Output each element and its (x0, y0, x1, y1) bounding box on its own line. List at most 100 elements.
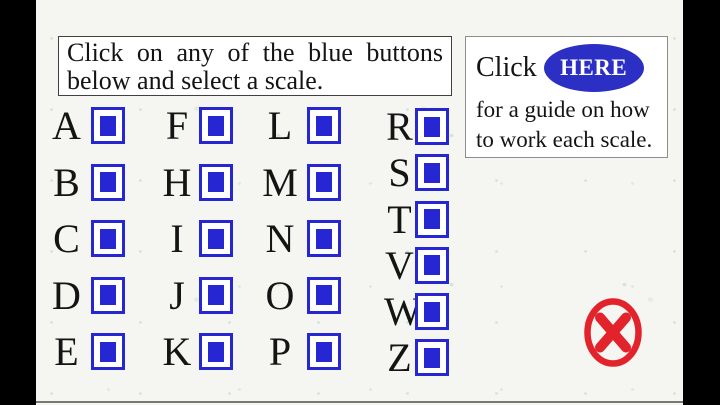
scale-button-inner-square (424, 347, 440, 368)
scale-button[interactable] (307, 276, 341, 314)
letterbox-right (683, 0, 720, 405)
scale-letter: M (262, 159, 298, 205)
scale-letter: F (165, 103, 189, 148)
scale-button-inner-square (316, 285, 332, 305)
scale-row: T (384, 196, 449, 242)
scale-row: H (160, 159, 233, 205)
scale-button[interactable] (91, 276, 125, 314)
close-icon (584, 298, 642, 367)
scale-letter: O (265, 272, 295, 318)
scale-button[interactable] (91, 220, 125, 257)
scale-row: E (50, 329, 125, 374)
guide-line1: for a guide on how (476, 97, 650, 122)
instruction-line2: below and select a scale. (67, 66, 324, 95)
letterbox-left (0, 0, 36, 405)
scales-grid-column-3: L M N O P (262, 103, 341, 390)
scale-letter: L (267, 103, 293, 148)
scale-row: F (160, 103, 233, 148)
scale-row: D (50, 272, 125, 318)
scale-row: B (50, 159, 125, 205)
instruction-line1: Click on any of the blue buttons (67, 38, 443, 67)
scale-button-inner-square (316, 341, 332, 362)
scale-button-inner-square (100, 341, 116, 362)
scale-row: V (384, 242, 449, 288)
scale-button[interactable] (199, 333, 233, 370)
scale-button-inner-square (424, 116, 440, 137)
bottom-divider (36, 401, 683, 403)
scale-button[interactable] (307, 333, 341, 370)
instruction-box: Click on any of the blue buttons below a… (58, 36, 452, 96)
scale-button[interactable] (415, 154, 449, 192)
scale-letter: T (387, 196, 412, 242)
scales-grid-column-1: A B C D E (50, 106, 125, 390)
scale-letter: D (52, 272, 81, 318)
scale-row: S (384, 150, 449, 196)
scale-button-inner-square (316, 172, 332, 192)
scale-row: C (50, 216, 125, 261)
scale-button[interactable] (415, 200, 449, 238)
scale-button[interactable] (307, 107, 341, 144)
here-button-label: HERE (560, 55, 628, 80)
scale-button-inner-square (424, 255, 440, 276)
scale-letter: S (388, 150, 411, 196)
scale-button[interactable] (415, 108, 449, 145)
scale-row: N (262, 216, 341, 261)
scale-button[interactable] (199, 163, 233, 201)
scale-button[interactable] (415, 339, 449, 377)
here-button[interactable]: HERE (543, 44, 644, 92)
scale-button[interactable] (91, 163, 125, 201)
scale-row: M (262, 159, 341, 205)
scale-letter: E (54, 329, 79, 374)
scale-letter: R (386, 104, 413, 149)
scale-row: I (160, 216, 233, 261)
scale-row: Z (384, 335, 449, 381)
scale-row: R (384, 104, 449, 149)
scale-letter: J (169, 272, 185, 318)
scale-button[interactable] (199, 107, 233, 144)
scale-letter: W (384, 289, 422, 335)
scale-button[interactable] (307, 163, 341, 201)
scales-grid-column-4: R S T V W Z (384, 104, 449, 386)
scale-button-inner-square (424, 209, 440, 230)
scale-button-inner-square (208, 115, 224, 136)
scale-row: P (262, 329, 341, 374)
scale-letter: P (268, 329, 292, 374)
guide-box: Click HERE for a guide on how to work ea… (465, 36, 668, 158)
scale-button-inner-square (208, 285, 224, 305)
close-button[interactable] (583, 297, 643, 368)
scale-row: K (160, 329, 233, 374)
scale-row: W (384, 289, 449, 335)
scale-button-inner-square (208, 228, 224, 249)
scale-row: J (160, 272, 233, 318)
guide-click-label: Click (476, 52, 537, 83)
scale-row: A (50, 106, 125, 146)
scale-button-inner-square (100, 172, 116, 192)
scale-letter: B (53, 159, 80, 205)
guide-top-row: Click HERE (476, 43, 667, 93)
scale-letter: H (162, 159, 192, 205)
scale-button-inner-square (100, 228, 116, 249)
scale-button[interactable] (91, 333, 125, 370)
scale-row: L (262, 103, 341, 148)
scale-button[interactable] (199, 220, 233, 257)
scale-button[interactable] (199, 276, 233, 314)
scale-letter: V (385, 242, 414, 288)
scale-letter: I (170, 216, 184, 261)
scale-button[interactable] (307, 220, 341, 257)
scale-button-inner-square (208, 172, 224, 192)
scale-letter: C (53, 216, 80, 261)
scale-button-inner-square (100, 115, 116, 136)
scale-letter: Z (387, 335, 412, 381)
guide-line2: to work each scale. (476, 127, 653, 152)
scale-letter: N (265, 216, 295, 261)
scale-button[interactable] (415, 246, 449, 284)
scale-button-inner-square (424, 162, 440, 183)
scale-row: O (262, 272, 341, 318)
scale-button[interactable] (91, 107, 125, 144)
scale-button-inner-square (316, 115, 332, 136)
scale-button-inner-square (424, 301, 440, 322)
scales-grid-column-2: F H I J K (160, 103, 233, 390)
scale-letter: K (162, 329, 192, 374)
scale-button[interactable] (415, 293, 449, 331)
